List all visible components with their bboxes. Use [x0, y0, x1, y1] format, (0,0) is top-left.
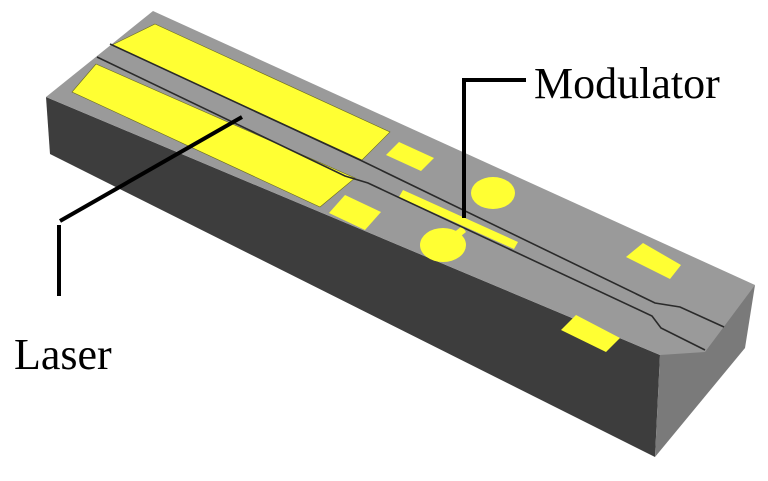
contact-pad — [561, 315, 620, 352]
chip-front-face — [46, 97, 660, 457]
contact-pad — [329, 195, 381, 230]
modulator-electrode-strip — [399, 190, 518, 249]
chip-side-face — [655, 285, 755, 457]
contact-pad — [386, 142, 434, 171]
laser-leader-line — [59, 115, 243, 223]
modulator-circular-pad — [471, 177, 515, 209]
laser-upper-electrode — [111, 23, 391, 161]
waveguide-upper — [109, 43, 725, 328]
laser-label: Laser — [14, 330, 112, 379]
modulator-leader-line — [462, 78, 526, 218]
modulator-label: Modulator — [534, 59, 720, 108]
modulator-pad-neck — [452, 226, 466, 240]
contact-pad — [626, 243, 681, 279]
waveguide-lower — [96, 56, 706, 351]
